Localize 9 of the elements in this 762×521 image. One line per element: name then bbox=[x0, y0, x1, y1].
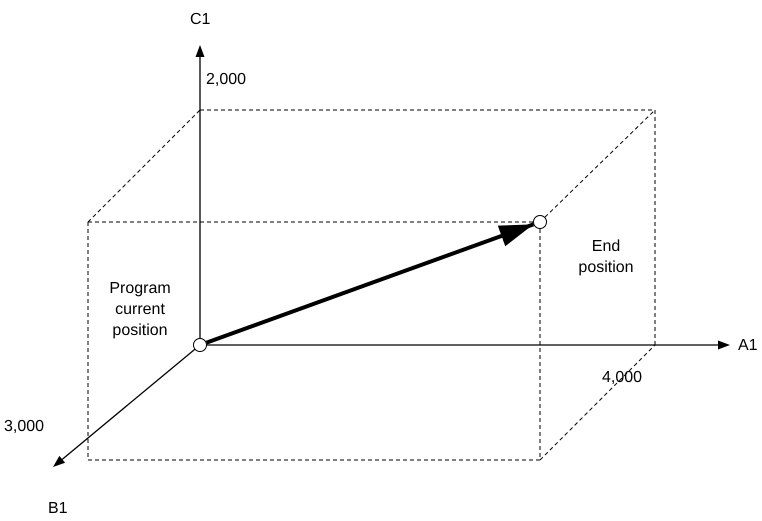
position-label: Program current position bbox=[108, 279, 172, 341]
axis-label: C1 bbox=[190, 10, 210, 30]
axis-label: 2,000 bbox=[206, 70, 246, 90]
arrow bbox=[206, 222, 534, 344]
axis-label: 4,000 bbox=[602, 368, 642, 388]
axis-label: B1 bbox=[48, 499, 68, 519]
position-label: End position bbox=[577, 237, 635, 278]
axis-label: A1 bbox=[738, 336, 758, 356]
axis-label: 3,000 bbox=[4, 417, 44, 437]
